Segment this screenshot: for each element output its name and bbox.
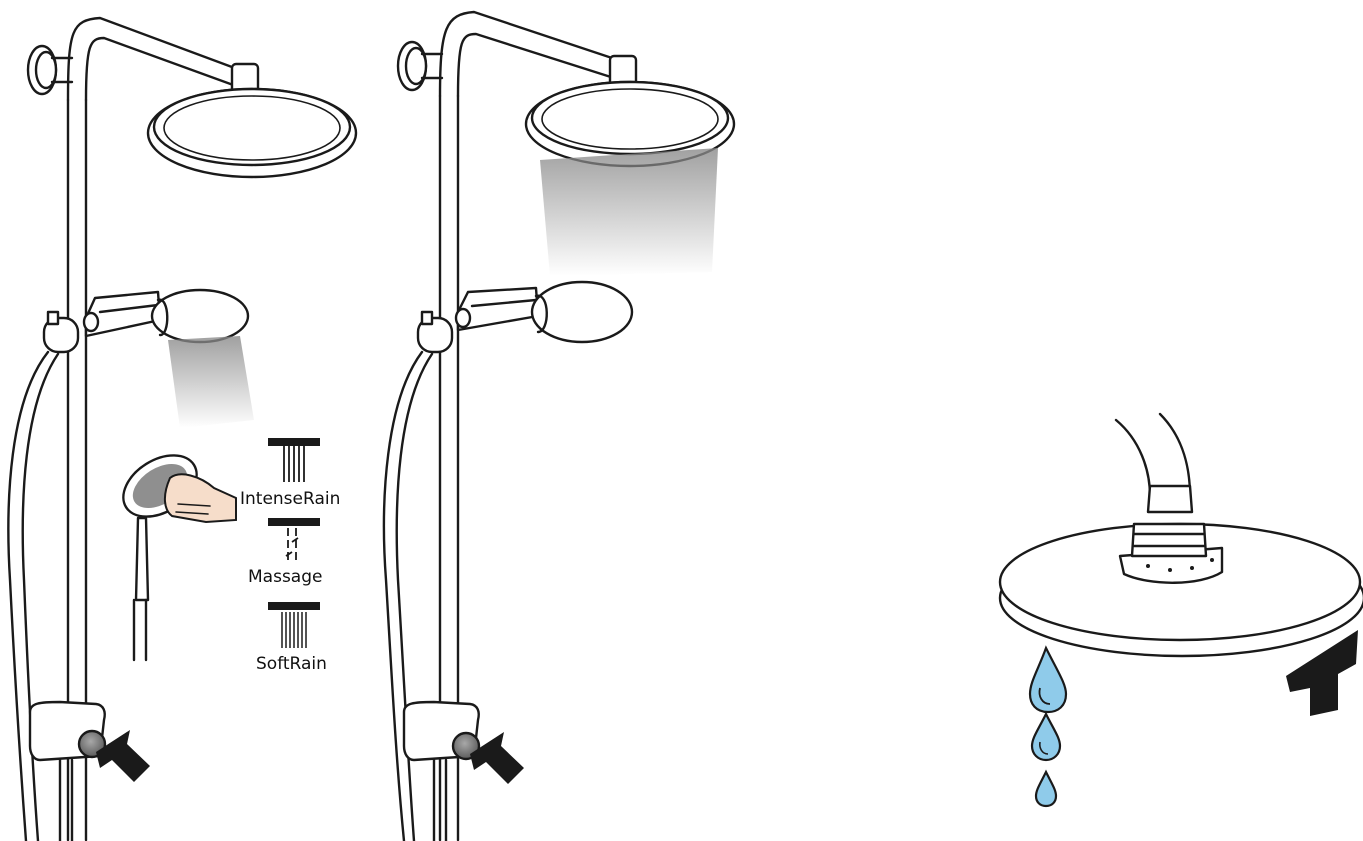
panel-overhead-drip [1000,414,1363,806]
hand-icon [165,474,236,522]
panel-overhead-shower-mode [384,12,734,841]
water-drop-icon [1030,648,1066,806]
hand-shower-detail [112,443,236,660]
shower-arm [1116,414,1192,512]
soft-rain-icon [268,602,320,610]
massage-label: Massage [248,567,322,587]
spray-mode-soft-rain: SoftRain [256,602,327,674]
intense-rain-label: IntenseRain [240,489,340,509]
wall-bracket [28,46,72,94]
hand-shower-spray [168,336,254,428]
shower-hose [384,352,432,841]
hand-shower [418,282,632,352]
diverter-valve [404,702,479,841]
overhead-shower-head [1000,524,1363,656]
panel-hand-shower-mode: IntenseRain Massage SoftRain [8,18,356,841]
spray-mode-intense-rain: IntenseRain [240,438,340,509]
shower-hose [8,352,58,841]
overhead-shower-head [148,64,356,177]
spray-mode-massage: Massage [248,518,322,587]
soft-rain-label: SoftRain [256,654,327,674]
intense-rain-icon [268,438,320,446]
wall-bracket [398,42,442,90]
overhead-shower-spray [540,148,718,276]
massage-icon [268,518,320,526]
